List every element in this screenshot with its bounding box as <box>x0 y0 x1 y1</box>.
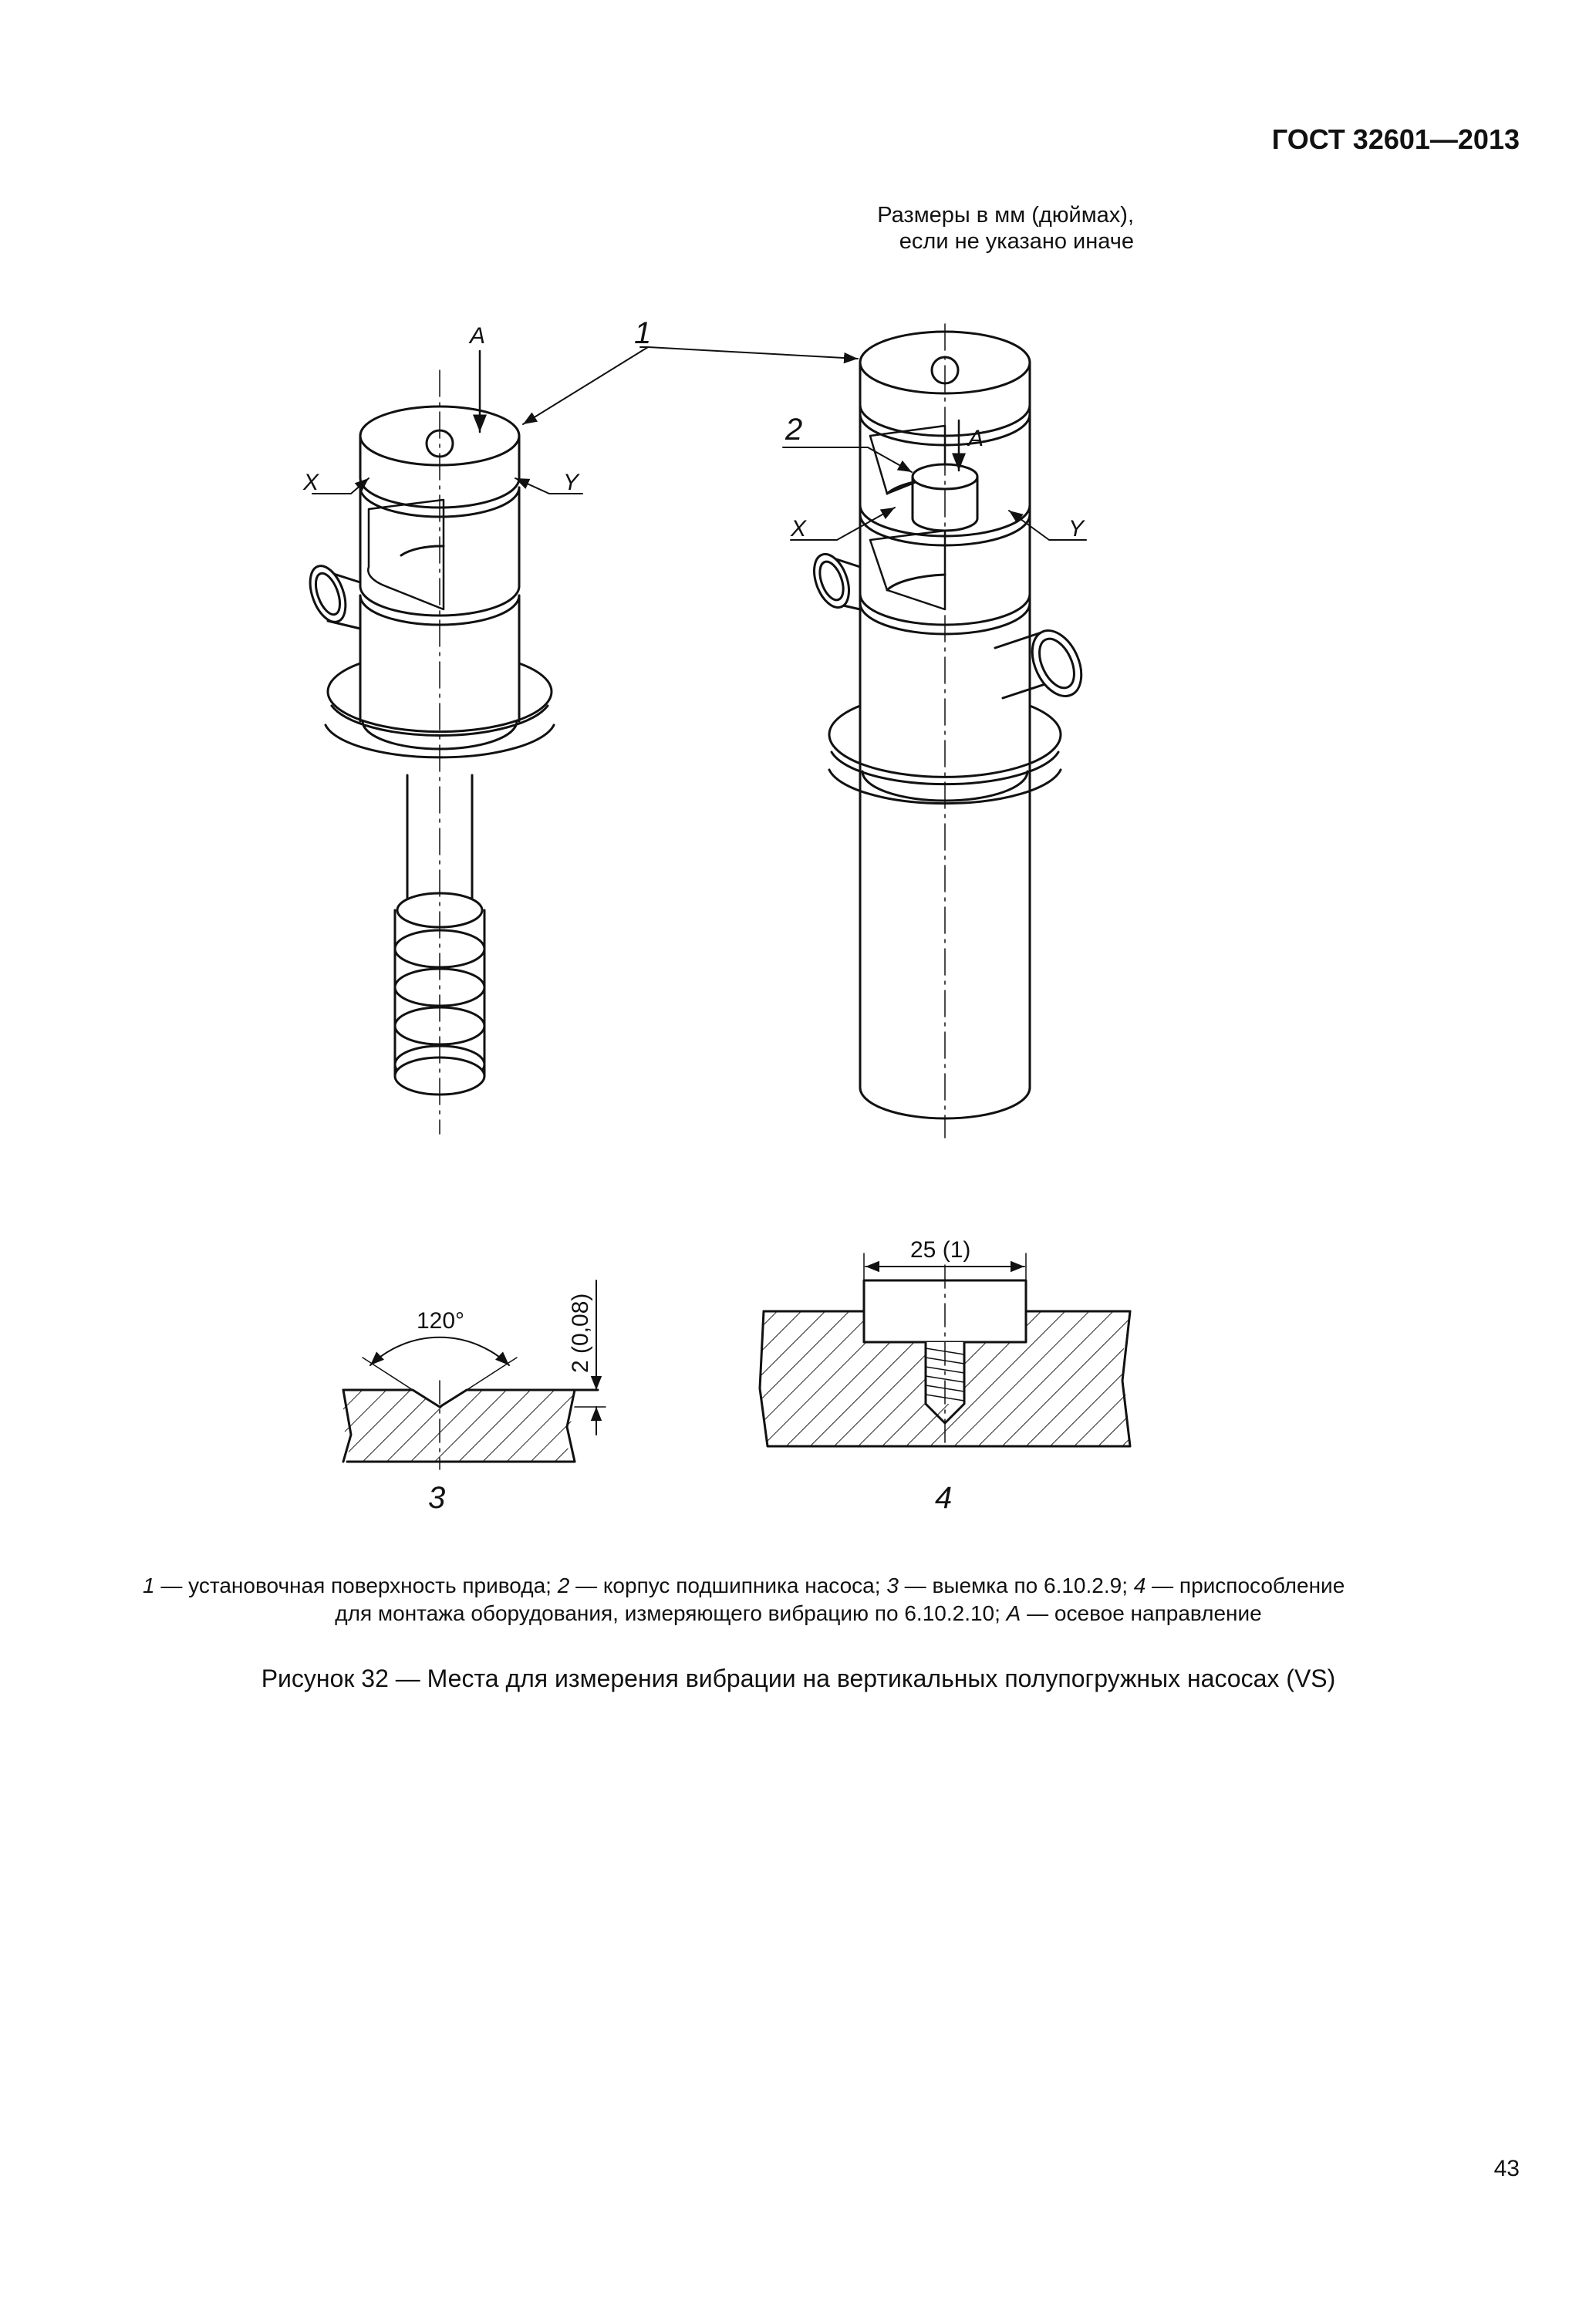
legend-text-2: — корпус подшипника насоса; <box>569 1574 887 1597</box>
legend-key-4: 4 <box>1133 1574 1146 1597</box>
label-y-right: Y <box>1068 516 1085 541</box>
page-number: 43 <box>1493 2156 1520 2181</box>
legend-text-1: — установочная поверхность привода; <box>154 1574 558 1597</box>
legend-key-a: A <box>1006 1601 1021 1625</box>
callout-4: 4 <box>935 1481 952 1515</box>
legend-line-2: для монтажа оборудования, измеряющего ви… <box>143 1600 1454 1628</box>
label-y-left: Y <box>563 470 580 495</box>
detail-4-mounting-pad <box>758 1253 1132 1448</box>
right-pump <box>782 323 1087 1138</box>
legend-text-3: — выемка по 6.10.2.9; <box>898 1574 1134 1597</box>
legend-text-4a: — приспособление <box>1146 1574 1345 1597</box>
callout-1: 1 <box>634 316 651 350</box>
callout-1-leader-right <box>647 346 859 364</box>
label-x-left: X <box>302 470 319 495</box>
legend-text-4b: для монтажа оборудования, измеряющего ви… <box>335 1601 1007 1625</box>
legend-line-1: 1 — установочная поверхность привода; 2 … <box>143 1574 1345 1597</box>
document-code: ГОСТ 32601—2013 <box>1271 123 1520 155</box>
legend-key-1: 1 <box>143 1574 155 1597</box>
axis-a-label-left: A <box>468 323 485 349</box>
angle-dimension-arc <box>369 1336 510 1366</box>
left-pump <box>309 349 583 1135</box>
callout-2: 2 <box>785 413 802 447</box>
dimensions-note-line1: Размеры в мм (дюймах), <box>877 203 1134 228</box>
dimensions-note-line2: если не указано иначе <box>899 229 1134 254</box>
figure-caption: Рисунок 32 — Места для измерения вибраци… <box>261 1665 1336 1692</box>
detail-3-recess <box>342 1280 606 1470</box>
depth-dimension-label: 2 (0,08) <box>568 1294 593 1373</box>
figure-legend: 1 — установочная поверхность привода; 2 … <box>143 1572 1454 1628</box>
label-x-right: X <box>790 516 807 541</box>
legend-text-a: — осевое направление <box>1021 1601 1262 1625</box>
dimensions-note: Размеры в мм (дюймах), если не указано и… <box>771 202 1134 255</box>
callout-1-leader-left <box>522 346 649 425</box>
width-dimension-label: 25 (1) <box>910 1237 970 1263</box>
legend-key-3: 3 <box>886 1574 899 1597</box>
axis-a-label-right: A <box>967 426 984 451</box>
legend-key-2: 2 <box>557 1574 570 1597</box>
callout-3: 3 <box>428 1481 445 1515</box>
angle-dimension-label: 120° <box>417 1308 464 1334</box>
pump-drawing: 1 2 3 4 A A X Y X Y 120° 2 (0,08) 25 (1) <box>302 316 1132 1515</box>
